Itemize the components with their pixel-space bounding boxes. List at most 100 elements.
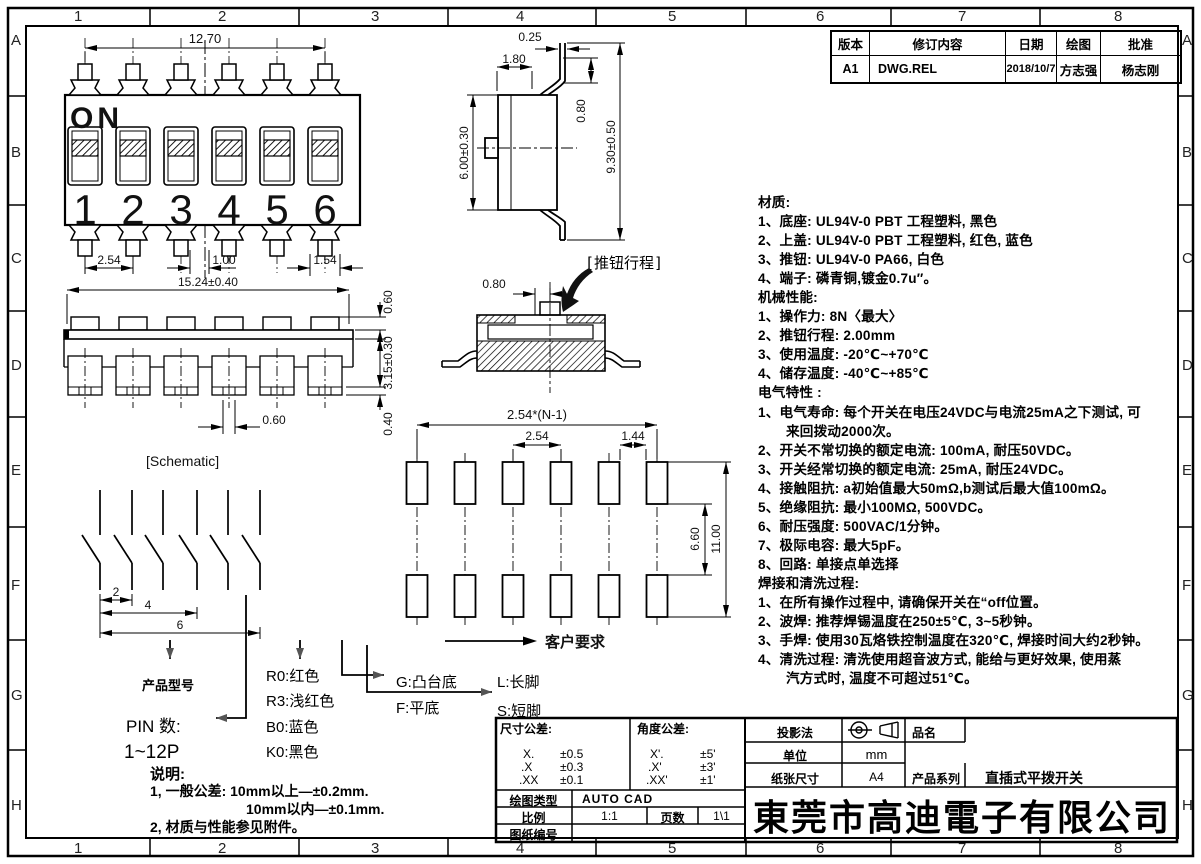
note-material: 2, 材质与性能参见附件。 <box>150 819 306 835</box>
col-label-top-3: 3 <box>371 8 380 25</box>
spec-line: 4、端子: 磷青铜,镀金0.7u″。 <box>758 271 938 287</box>
notes-title: 说明: <box>150 766 185 783</box>
leg-code-l: L:长脚 <box>497 674 540 691</box>
pin-range: 1~12P <box>124 742 180 763</box>
ang-tol-x2-label: .XX' <box>646 773 668 787</box>
schematic-view: [Schematic] 2 4 6 <box>81 453 261 639</box>
revision-header-drawn: 绘图 <box>1057 32 1101 56</box>
row-label-left-d: D <box>11 357 22 374</box>
spec-line: 2、推钮行程: 2.00mm <box>758 328 896 344</box>
dim-pitch: 2.54 <box>97 253 121 267</box>
spec-line: 机械性能: <box>758 290 818 306</box>
col-label-top-8: 8 <box>1114 8 1123 25</box>
dim-pin: 1.54 <box>313 253 337 267</box>
front-view: ON 1 2 3 4 5 6 12.70 2.54 1.00 1.54 <box>63 31 363 278</box>
row-label-left-b: B <box>11 144 22 161</box>
revision-header-date: 日期 <box>1006 32 1057 56</box>
switch-number-1: 1 <box>73 186 96 233</box>
color-code-r3: R3:浅红色 <box>266 693 335 710</box>
profile-view: 15.24±0.40 0.60 3.15±0.30 0.40 0.60 <box>63 275 395 436</box>
switch-number-3: 3 <box>169 186 192 233</box>
ang-tol-label: 角度公差: <box>637 722 689 736</box>
product-name-label: 品名 <box>912 726 937 740</box>
col-label-bot-6: 6 <box>816 840 825 857</box>
ordering-leaders <box>166 595 492 722</box>
col-label-bot-7: 7 <box>958 840 967 857</box>
model-label: 产品型号 <box>142 678 195 693</box>
dim-tol-label: 尺寸公差: <box>500 722 552 736</box>
customer-arrow <box>445 636 537 646</box>
spec-line: 1、电气寿命: 每个开关在电压24VDC与电流25mA之下测试, 可 <box>758 404 1141 420</box>
switch-symbols <box>81 490 261 590</box>
spec-line: 8、回路: 单接点单选择 <box>758 556 899 572</box>
col-label-bot-2: 2 <box>218 840 227 857</box>
dim-outer: 11.00 <box>709 524 723 553</box>
row-label-right-b: B <box>1182 144 1193 161</box>
switch-numbers: 1 2 3 4 5 6 <box>73 186 336 233</box>
spec-line: 3、手焊: 使用30瓦烙铁控制温度在320℃, 焊接时间大约2秒钟。 <box>758 633 1150 649</box>
dim-pos4: 4 <box>145 598 152 612</box>
dim-tol-x1-label: .X <box>521 760 533 774</box>
schematic-label: [Schematic] <box>146 453 219 469</box>
color-code-r0: R0:红色 <box>266 668 320 685</box>
third-angle-projection-icon <box>848 721 899 739</box>
row-label-right-e: E <box>1182 462 1193 479</box>
bottom-pins <box>67 224 343 257</box>
pages-label: 页数 <box>660 811 685 825</box>
col-label-bot-5: 5 <box>668 840 677 857</box>
revision-date: 2018/10/7 <box>1006 56 1057 82</box>
dim-pin-offset: 0.80 <box>574 99 588 123</box>
on-label: ON <box>70 102 123 135</box>
row-label-right-g: G <box>1182 687 1194 704</box>
dim-pin-thickness: 0.25 <box>518 30 542 44</box>
col-label-top-6: 6 <box>816 8 825 25</box>
spec-line: 2、开关不常切换的额定电流: 100mA, 耐压50VDC。 <box>758 442 1080 458</box>
front-dimensions <box>84 45 363 276</box>
dim-foot-height: 0.40 <box>381 412 395 436</box>
dim-pos2: 2 <box>113 585 120 599</box>
spec-line: 电气特性 : <box>758 385 822 401</box>
dim-total-width: 15.24±0.40 <box>178 275 238 289</box>
side-outline <box>484 43 566 241</box>
col-label-bot-1: 1 <box>74 840 83 857</box>
spec-line: 6、耐压强度: 500VAC/1分钟。 <box>758 518 949 534</box>
switch-number-6: 6 <box>313 186 336 233</box>
spec-line: 3、使用温度: -20℃~+70℃ <box>758 347 929 363</box>
switch-number-2: 2 <box>121 186 144 233</box>
series-value: 直插式平拨开关 <box>985 770 1083 786</box>
spec-line: 4、储存温度: -40℃~+85℃ <box>758 366 929 382</box>
pointer-arrow <box>561 268 593 312</box>
ang-tol-x-label: X'. <box>650 747 664 761</box>
spec-line: 4、接触阻抗: a初始值最大50mΩ,b测试后最大值100mΩ。 <box>758 480 1115 496</box>
spec-line: 材质: <box>758 195 791 210</box>
row-label-left-g: G <box>11 687 23 704</box>
dim-inner: 6.60 <box>688 527 702 551</box>
footprint-dimensions <box>416 422 731 618</box>
dim-fp-pitch: 2.54 <box>525 429 549 443</box>
dim-total-height: 9.30±0.50 <box>604 120 618 174</box>
ang-tol-x2-value: ±1' <box>700 773 716 787</box>
revision-header-approved: 批准 <box>1101 32 1180 56</box>
spec-line: 焊接和清洗过程: <box>758 575 860 591</box>
col-label-top-2: 2 <box>218 8 227 25</box>
revision-header-version: 版本 <box>832 32 870 56</box>
dim-width: 12.70 <box>189 31 222 46</box>
dim-travel: 0.80 <box>482 277 506 291</box>
dim-span: 2.54*(N-1) <box>507 407 567 422</box>
revision-header-content: 修订内容 <box>870 32 1006 56</box>
paper-size-label: 纸张尺寸 <box>770 772 819 786</box>
side-dimensions <box>467 42 625 241</box>
color-code-k0: K0:黑色 <box>266 744 319 761</box>
travel-label: [推钮行程] <box>585 254 664 272</box>
revision-approved-by: 杨志刚 <box>1121 63 1160 78</box>
spec-line: 2、波焊: 推荐焊锡温度在250±5℃, 3~5秒钟。 <box>758 614 1041 630</box>
top-pins <box>67 63 343 96</box>
dim-tol-x-value: ±0.5 <box>560 747 584 761</box>
switch-number-5: 5 <box>265 186 288 233</box>
projection-label: 投影法 <box>776 726 813 740</box>
col-label-top-5: 5 <box>668 8 677 25</box>
side-view: 0.25 1.80 6.00±0.30 0.80 9.30±0.50 <box>457 30 625 241</box>
section-body <box>441 301 641 372</box>
